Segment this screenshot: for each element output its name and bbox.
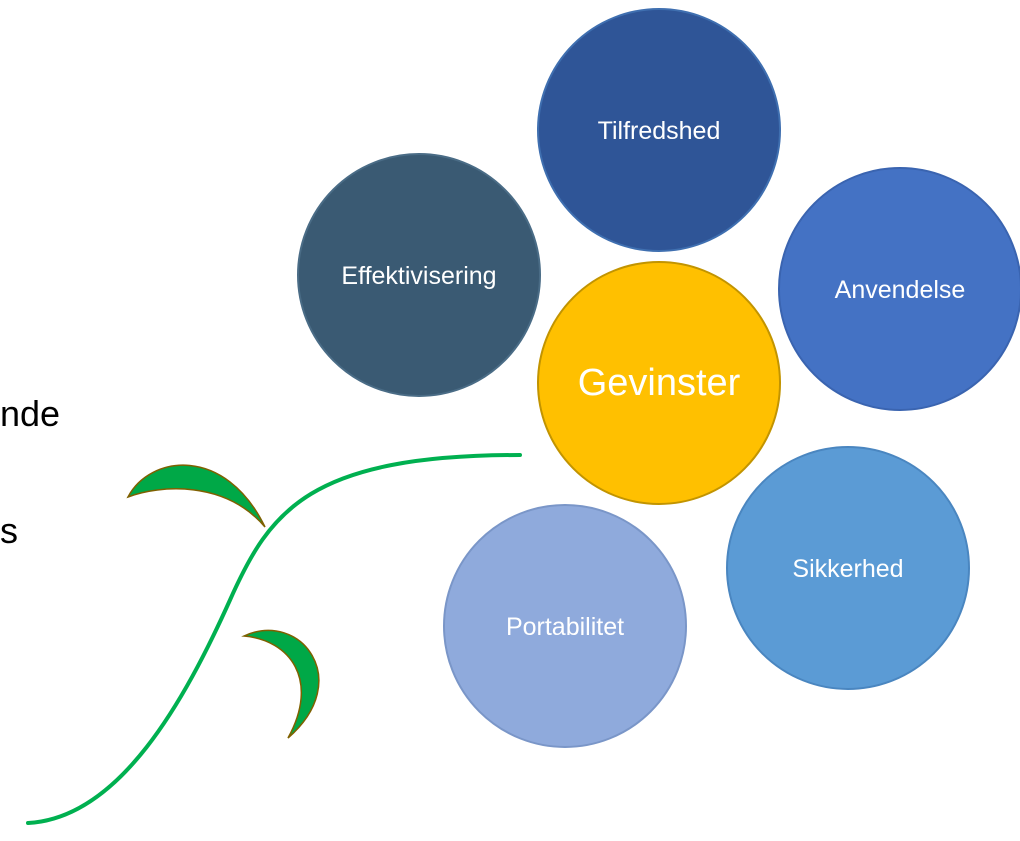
petal-effektivisering: Effektivisering [297,153,541,397]
petal-portabilitet: Portabilitet [443,504,687,748]
flower-center: Gevinster [537,261,781,505]
lower-leaf [241,629,320,739]
petal-sikkerhed: Sikkerhed [726,446,970,690]
petal-tilfredshed: Tilfredshed [537,8,781,252]
petal-portabilitet-circle [443,504,687,748]
petal-effektivisering-label: Effektivisering [341,262,496,290]
petal-tilfredshed-label: Tilfredshed [598,117,721,145]
petal-tilfredshed-circle [537,8,781,252]
flower-center-circle [537,261,781,505]
flower-center-label: Gevinster [578,362,741,404]
petal-anvendelse-label: Anvendelse [835,276,966,304]
petal-anvendelse: Anvendelse [778,167,1020,411]
petal-effektivisering-circle [297,153,541,397]
cut-off-text-line-1: nde [0,393,61,434]
cut-off-text-line-2: s [0,510,18,551]
upper-leaf [126,464,266,528]
petal-portabilitet-label: Portabilitet [506,613,624,641]
petal-sikkerhed-label: Sikkerhed [792,555,903,583]
flower-stem [26,453,522,825]
petal-anvendelse-circle [778,167,1020,411]
petal-sikkerhed-circle [726,446,970,690]
